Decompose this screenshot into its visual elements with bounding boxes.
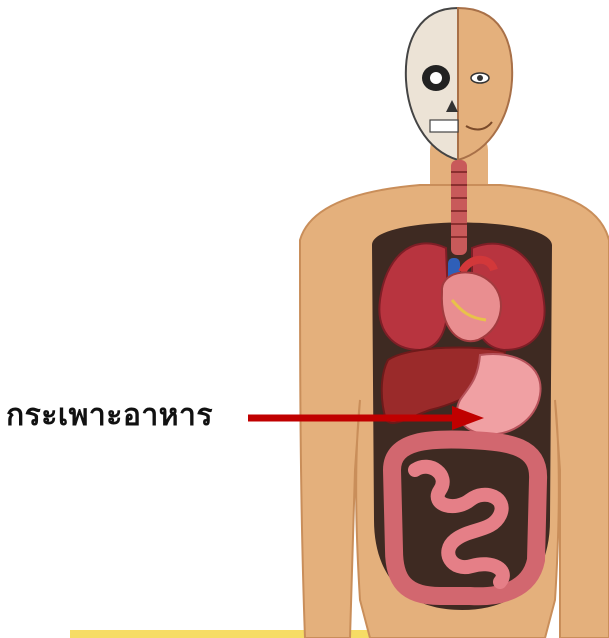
stomach-label: กระเพาะอาหาร xyxy=(6,392,213,439)
head xyxy=(406,8,512,160)
trachea xyxy=(451,160,467,255)
